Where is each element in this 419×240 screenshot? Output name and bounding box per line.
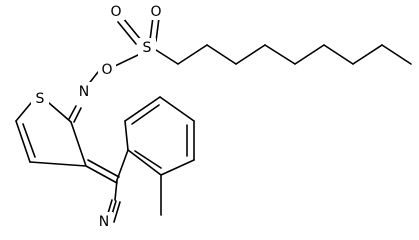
atom-labels: S N O S O O N <box>31 2 165 230</box>
bond-benz-1 <box>124 120 129 151</box>
bond-benz-2 <box>124 96 161 122</box>
bond-s-o-a-1 <box>122 17 142 41</box>
chemical-structure: S N O S O O N <box>15 2 412 230</box>
bond-exo-cc-1 <box>85 165 118 184</box>
bond-ring-c3-c2 <box>70 121 87 167</box>
bond-chain-7 <box>323 44 354 65</box>
sulfonyl-oxygen-a-label: O <box>110 4 121 20</box>
bond-ring-c5-c4-inner <box>22 123 36 158</box>
bond-benz-inner-1 <box>131 104 160 125</box>
nitrile-nitrogen-label: N <box>99 214 109 230</box>
bond-chain-6 <box>294 44 325 65</box>
bond-benz-inner-3 <box>134 150 162 169</box>
bond-s-o-b-2 <box>155 17 160 42</box>
bond-ring-c4-c3 <box>29 161 87 167</box>
sulfonyl-sulfur-label: S <box>143 40 152 56</box>
bond-c-aryl <box>116 149 129 181</box>
bond-cn-triple-3 <box>113 201 121 223</box>
bond-chain-2 <box>177 44 208 65</box>
bond-benz-5 <box>160 159 195 176</box>
bond-chain-9 <box>381 44 412 65</box>
bond-chain-4 <box>235 44 266 65</box>
ring-sulfur-label: S <box>36 91 45 107</box>
bond-exo-cc-2 <box>87 159 120 178</box>
bond-benz-6 <box>127 149 162 176</box>
link-oxygen-label: O <box>101 62 112 78</box>
bond-s-o-b-1 <box>149 16 154 41</box>
bond-s-o-a-2 <box>117 21 137 45</box>
bond-chain-5 <box>264 44 296 65</box>
sulfonyl-oxygen-b-label: O <box>150 4 161 20</box>
bond-s-o-link <box>114 54 139 67</box>
bonds <box>15 16 412 223</box>
bond-ring-s-c5 <box>15 102 32 122</box>
imine-nitrogen-label: N <box>79 84 89 100</box>
bond-chain-3 <box>206 44 237 65</box>
bond-c-cn <box>114 179 118 201</box>
bond-benz-3 <box>159 96 195 122</box>
bond-chain-1 <box>155 49 179 65</box>
bond-ring-c5-c4 <box>15 120 31 163</box>
bond-chain-8 <box>352 44 383 65</box>
bond-c-n-imine-1 <box>68 105 77 120</box>
bond-ring-c2-s <box>48 102 72 123</box>
bond-c-n-imine-2 <box>73 107 82 123</box>
